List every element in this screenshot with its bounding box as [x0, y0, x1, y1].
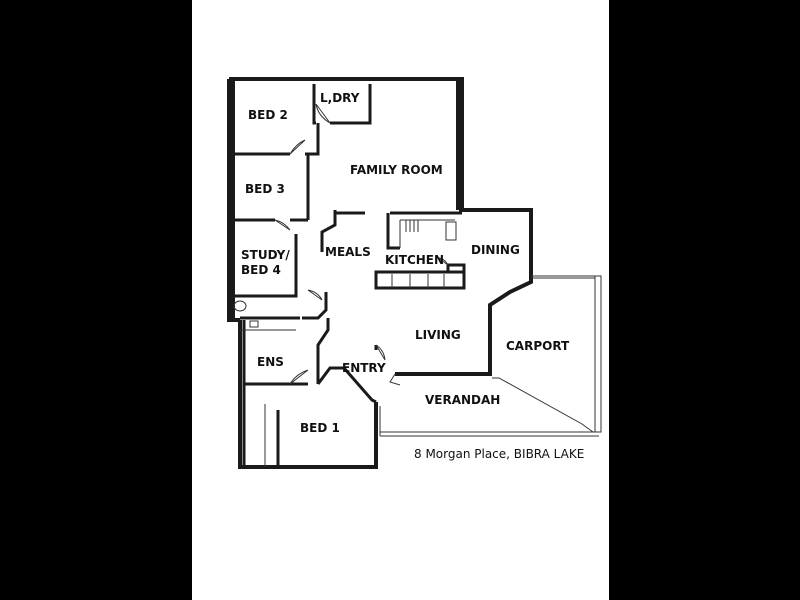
label-living: LIVING — [415, 328, 461, 342]
address-caption: 8 Morgan Place, BIBRA LAKE — [414, 447, 584, 461]
label-verandah: VERANDAH — [425, 393, 500, 407]
basin-icon — [249, 320, 259, 328]
label-carport: CARPORT — [506, 339, 570, 353]
stairs-icon — [405, 220, 419, 232]
fixtures — [233, 220, 419, 328]
label-dining: DINING — [471, 243, 520, 257]
label-study: STUDY/ — [241, 248, 290, 262]
interior-walls — [233, 84, 466, 467]
label-ens: ENS — [257, 355, 284, 369]
floor-plan: BED 2 L,DRY BED 3 FAMILY ROOM STUDY/ BED… — [227, 77, 602, 469]
carport-outline — [379, 275, 602, 437]
floor-plan-page: BED 2 L,DRY BED 3 FAMILY ROOM STUDY/ BED… — [192, 0, 609, 600]
room-labels: BED 2 L,DRY BED 3 FAMILY ROOM STUDY/ BED… — [241, 91, 570, 435]
doors — [274, 103, 449, 386]
label-meals: MEALS — [325, 245, 371, 259]
label-bed1: BED 1 — [300, 421, 340, 435]
label-ldry: L,DRY — [320, 91, 360, 105]
label-bed4: BED 4 — [241, 263, 281, 277]
label-entry: ENTRY — [342, 361, 386, 375]
outer-walls — [227, 77, 533, 469]
label-kitchen: KITCHEN — [385, 253, 444, 267]
toilet-icon — [233, 300, 247, 312]
label-family-room: FAMILY ROOM — [350, 163, 443, 177]
label-bed2: BED 2 — [248, 108, 288, 122]
label-bed3: BED 3 — [245, 182, 285, 196]
